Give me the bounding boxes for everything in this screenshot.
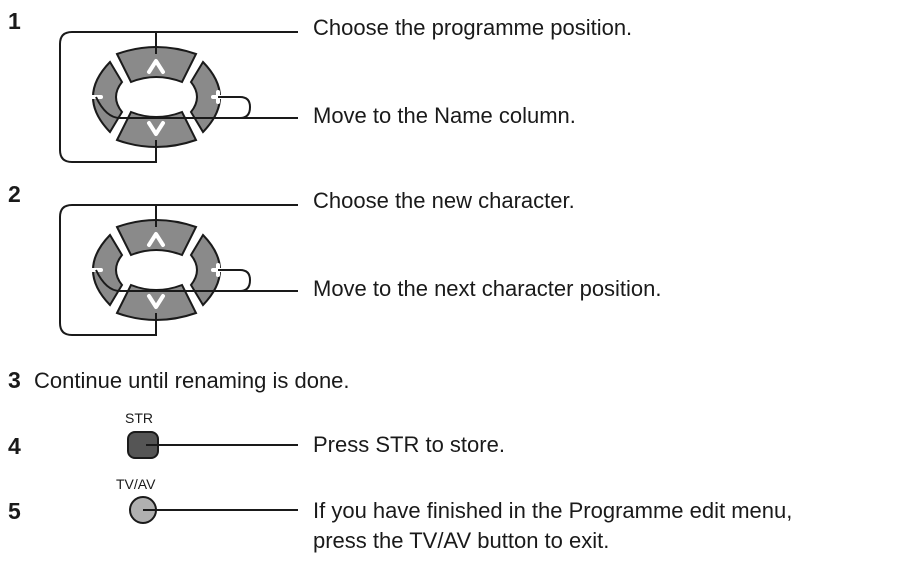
str-button-label: STR [125, 410, 153, 426]
str-button-illustration [127, 431, 298, 459]
step-instruction: Press STR to store. [313, 432, 505, 457]
tvav-button-label: TV/AV [116, 476, 156, 492]
step-instruction: If you have finished in the Programme ed… [313, 498, 793, 523]
step-number: 2 [8, 181, 21, 207]
step-number: 5 [8, 498, 21, 524]
step-instruction: Choose the programme position. [313, 15, 633, 40]
step-instruction: Continue until renaming is done. [34, 368, 350, 393]
step-number: 3 [8, 367, 21, 393]
step-instruction: Choose the new character. [313, 188, 575, 213]
step-number: 1 [8, 8, 21, 34]
navigation-pad-step1 [58, 30, 300, 164]
navigation-pad-step2 [58, 203, 300, 337]
step-number: 4 [8, 433, 21, 459]
step-instruction: Move to the next character position. [313, 276, 662, 301]
step-instruction: press the TV/AV button to exit. [313, 528, 610, 553]
tvav-button-illustration [129, 496, 298, 524]
step-instruction: Move to the Name column. [313, 103, 576, 128]
